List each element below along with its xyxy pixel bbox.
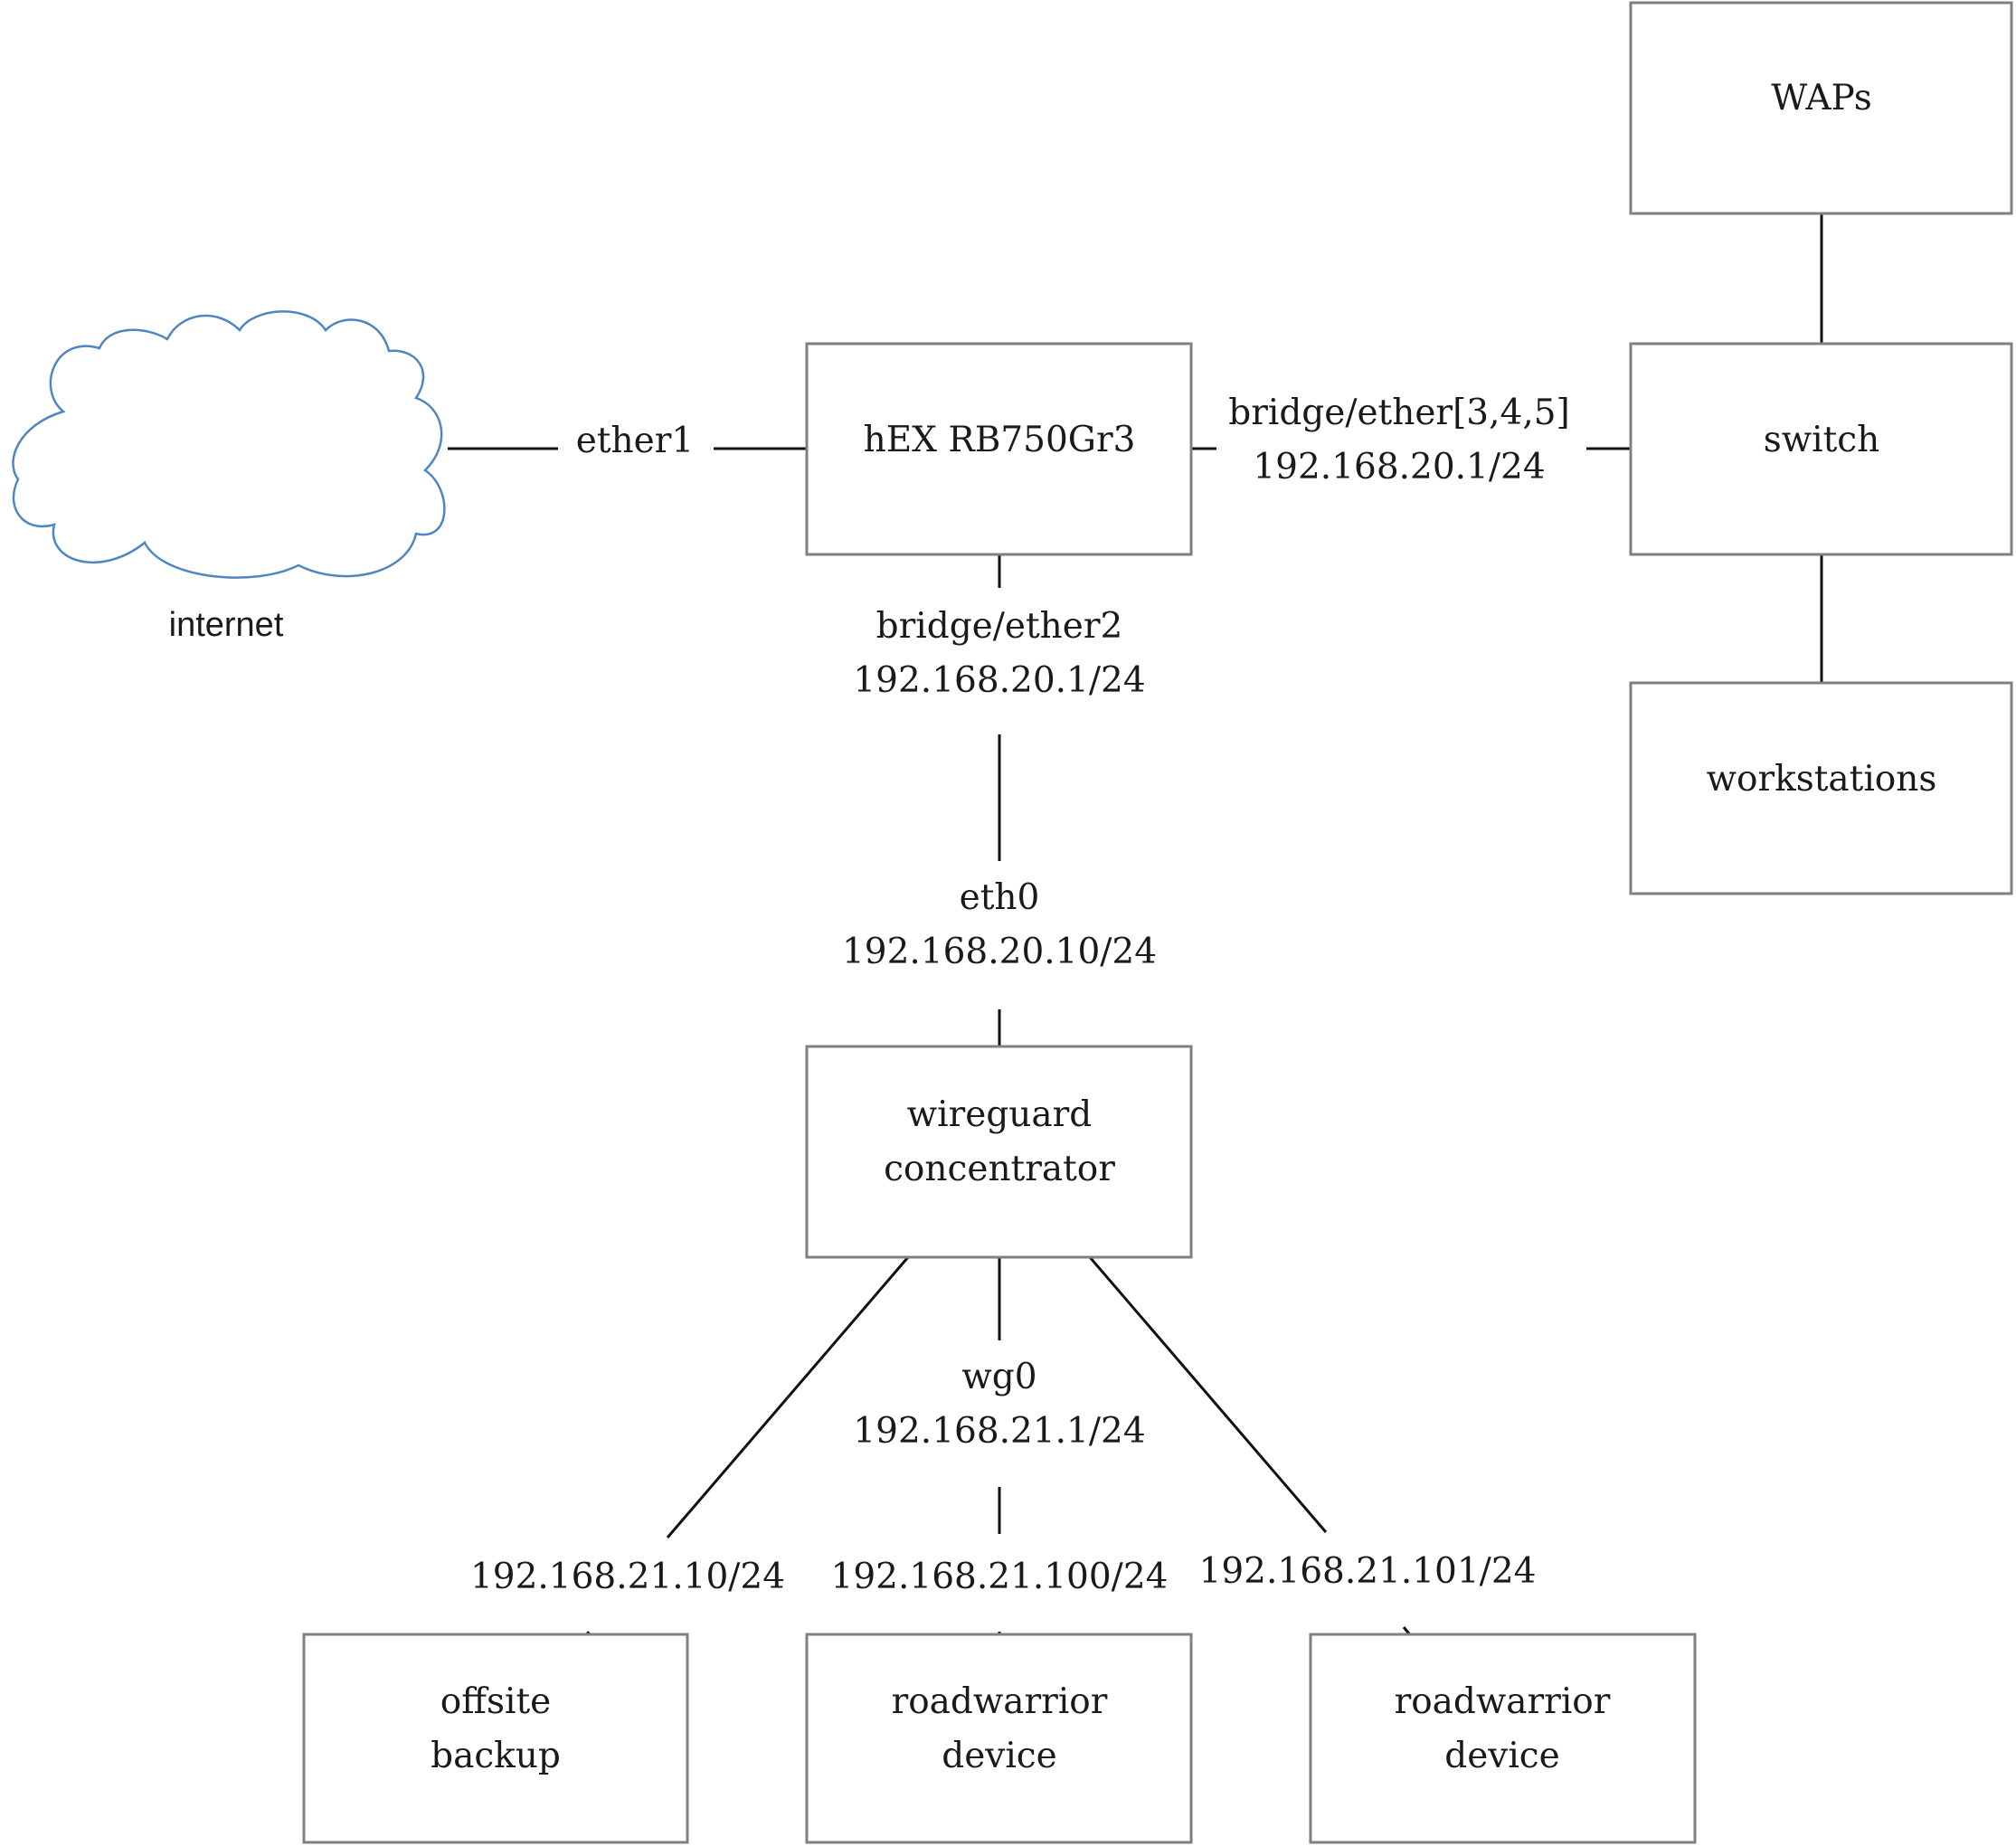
switch-box <box>1629 342 2013 556</box>
roadwarrior-1-label-line2: device <box>942 1736 1056 1776</box>
internet-label: internet <box>169 606 284 644</box>
bridge-ether345-label: bridge/ether[3,4,5] <box>1228 393 1570 433</box>
waps-box <box>1629 1 2013 215</box>
roadwarrior-2-box <box>1309 1633 1697 1844</box>
roadwarrior-1-ip-label: 192.168.21.100/24 <box>831 1557 1169 1597</box>
offsite-ip-label: 192.168.21.10/24 <box>470 1557 785 1597</box>
workstations-box <box>1629 681 2013 895</box>
router-box <box>805 342 1193 556</box>
roadwarrior-2-label-line1: roadwarrior <box>1395 1681 1611 1722</box>
eth0-label: eth0 <box>960 877 1040 918</box>
workstations-label: workstations <box>1707 759 1937 800</box>
bridge-ether345-ip-label: 192.168.20.1/24 <box>1253 447 1545 488</box>
link-wireguard-roadwarrior-2 <box>1088 1256 1328 1533</box>
offsite-backup-label-line2: backup <box>431 1736 561 1776</box>
node-roadwarrior-2: roadwarrior device <box>1309 1633 1697 1844</box>
wg0-label: wg0 <box>961 1357 1036 1397</box>
roadwarrior-2-ip-label: 192.168.21.101/24 <box>1199 1551 1537 1592</box>
bridge-ether2-ip-label: 192.168.20.1/24 <box>853 660 1145 701</box>
internet-cloud-icon <box>12 310 446 579</box>
offsite-backup-label-line1: offsite <box>440 1681 551 1722</box>
link-wireguard-offsite <box>666 1256 910 1538</box>
roadwarrior-1-label-line1: roadwarrior <box>892 1681 1108 1722</box>
node-roadwarrior-1: roadwarrior device <box>805 1633 1193 1844</box>
roadwarrior-2-label-line2: device <box>1444 1736 1559 1776</box>
node-waps: WAPs <box>1629 1 2013 215</box>
connectors <box>448 213 1823 1638</box>
switch-label: switch <box>1764 420 1880 460</box>
node-workstations: workstations <box>1629 681 2013 895</box>
wireguard-label-line2: concentrator <box>884 1149 1115 1189</box>
node-offsite-backup: offsite backup <box>302 1633 689 1844</box>
router-label: hEX RB750Gr3 <box>864 420 1136 460</box>
node-wireguard: wireguard concentrator <box>805 1045 1193 1259</box>
wg0-ip-label: 192.168.21.1/24 <box>853 1411 1145 1452</box>
bridge-ether2-label: bridge/ether2 <box>876 606 1123 647</box>
waps-label: WAPs <box>1771 78 1872 118</box>
eth0-ip-label: 192.168.20.10/24 <box>842 932 1157 972</box>
wireguard-label-line1: wireguard <box>907 1094 1093 1135</box>
wireguard-box <box>805 1045 1193 1259</box>
node-switch: switch <box>1629 342 2013 556</box>
edge-labels: ether1 bridge/ether[3,4,5] 192.168.20.1/… <box>470 393 1570 1597</box>
offsite-backup-box <box>302 1633 689 1844</box>
ether1-label: ether1 <box>576 421 694 461</box>
node-router: hEX RB750Gr3 <box>805 342 1193 556</box>
roadwarrior-1-box <box>805 1633 1193 1844</box>
